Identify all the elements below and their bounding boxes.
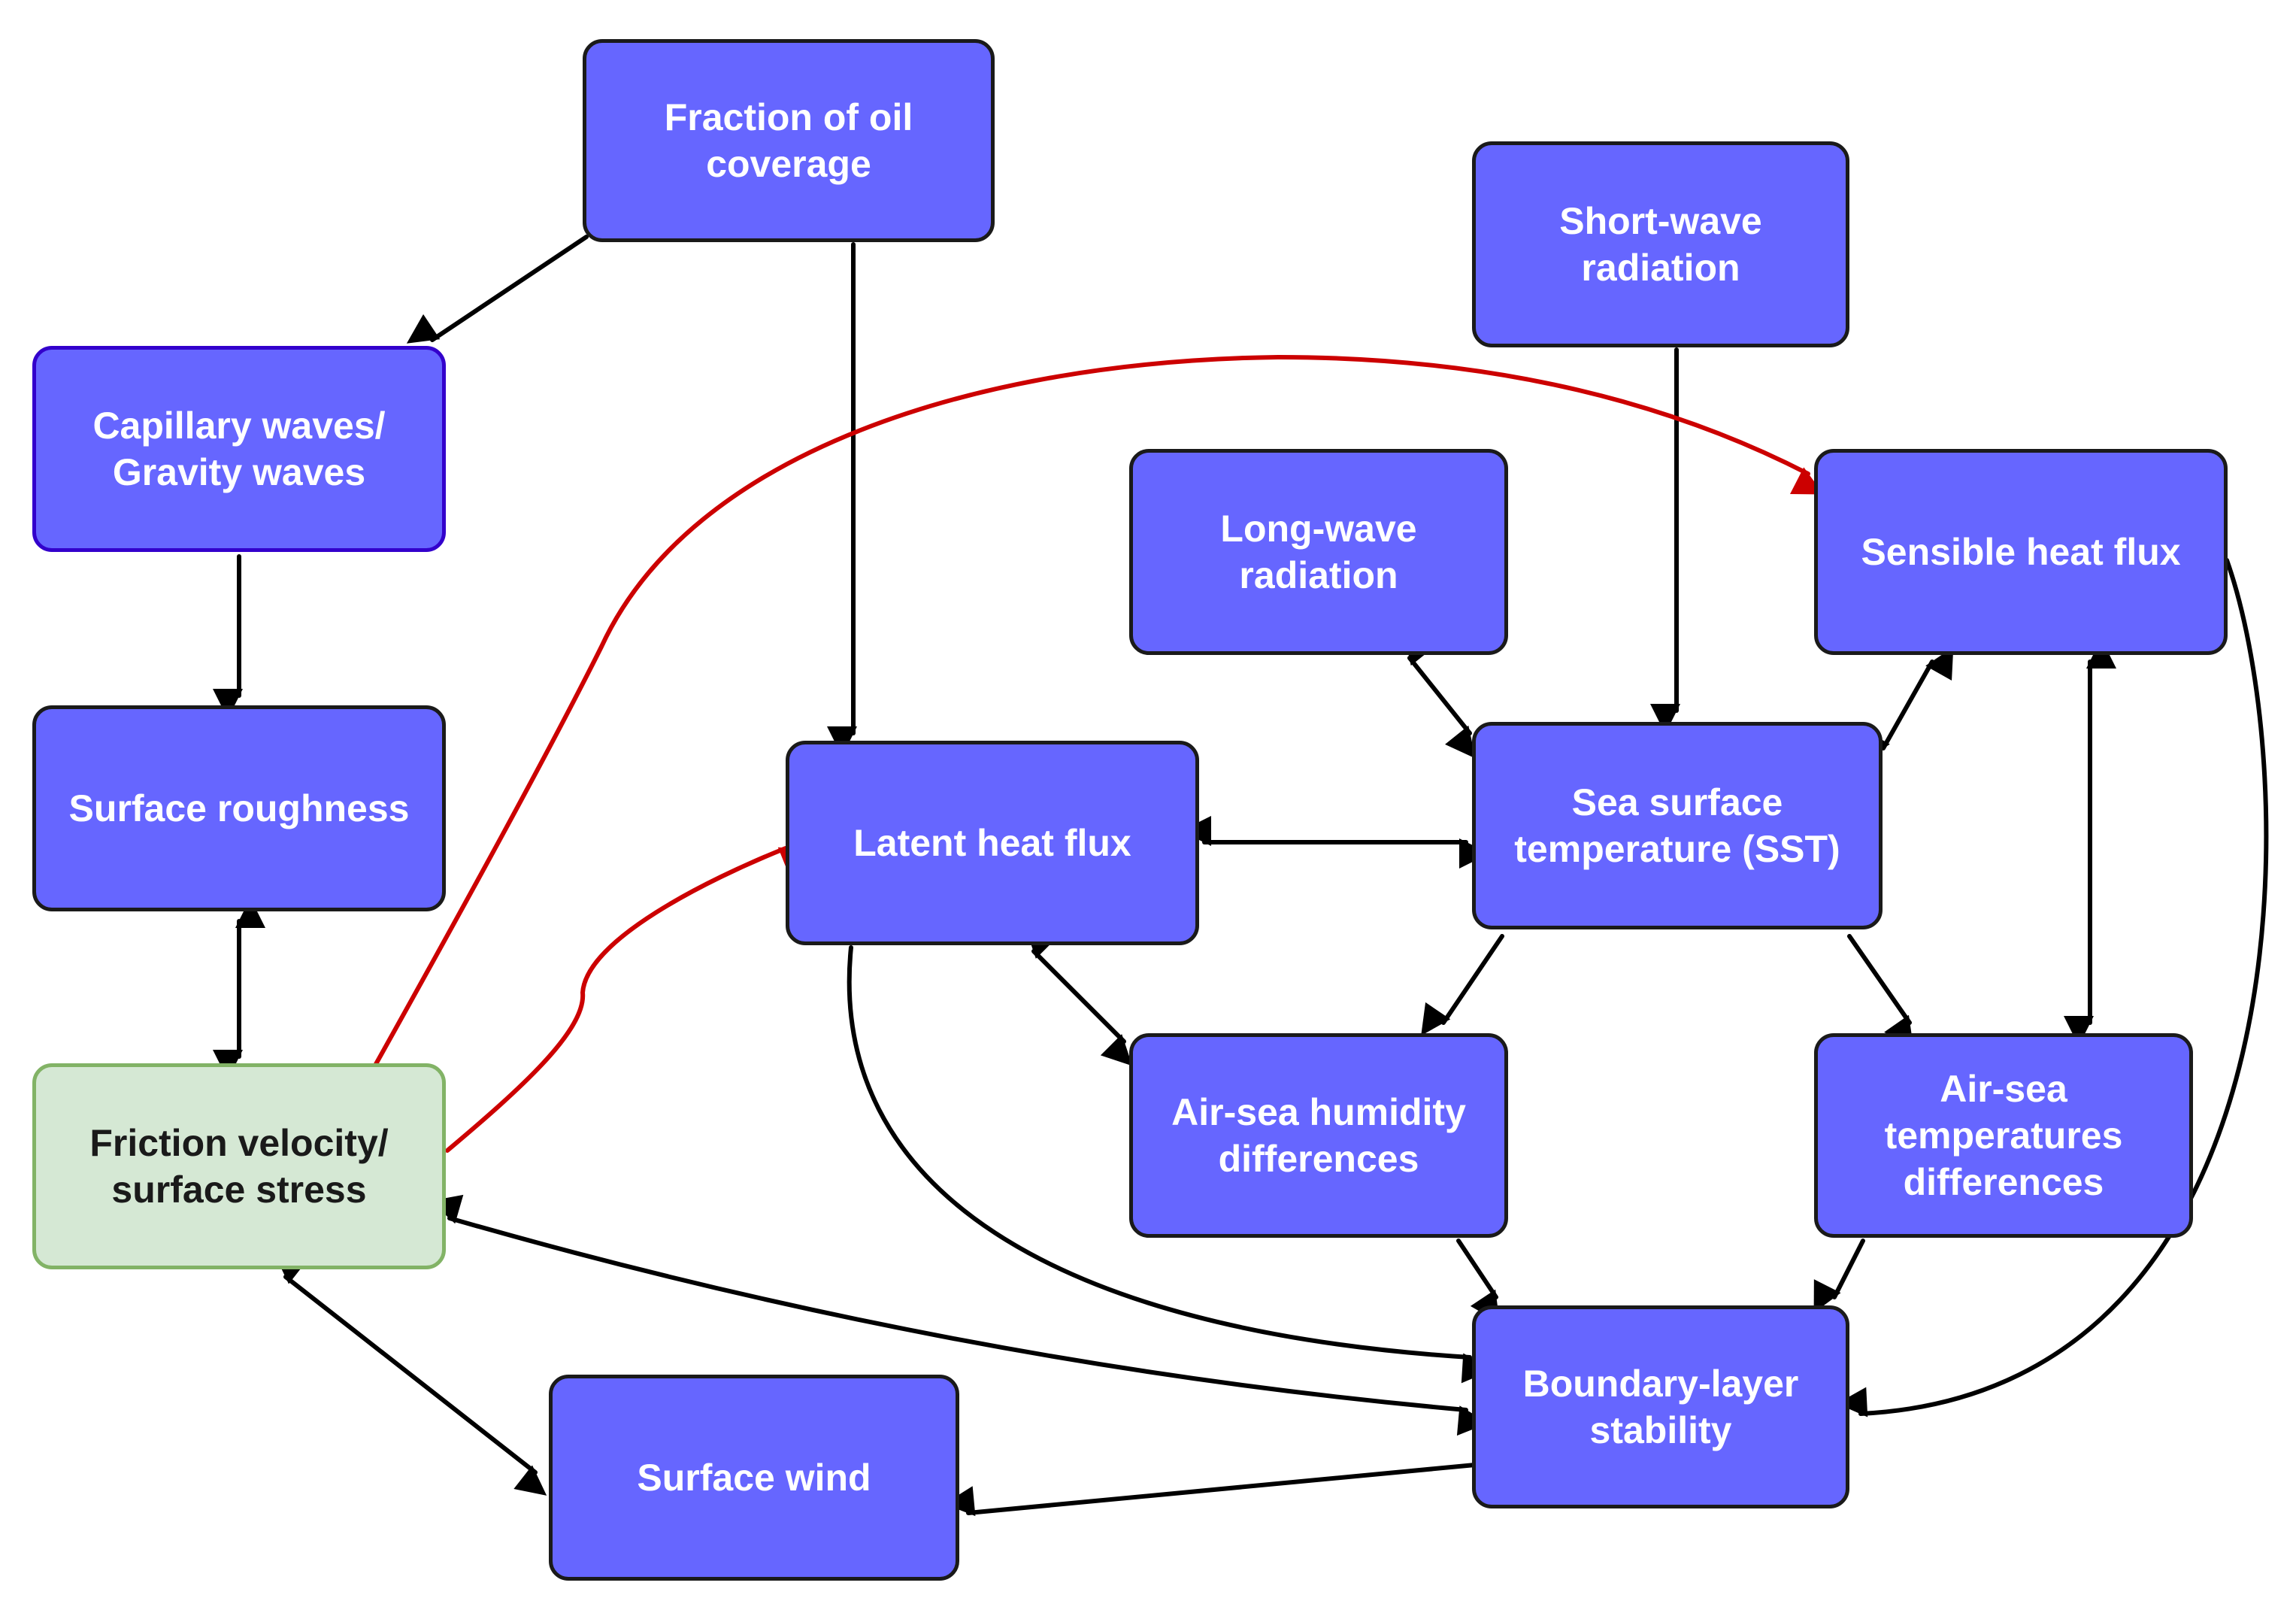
edge-temps-to-stability xyxy=(1813,1239,1865,1313)
edge-stability-to-wind xyxy=(944,1463,1477,1517)
edge-friction-wind xyxy=(274,1254,547,1496)
node-sea-surface-temperature: Sea surface temperature (SST) xyxy=(1472,722,1883,929)
node-air-sea-temperatures-label: Air-sea temperatures differences xyxy=(1884,1068,2123,1203)
edge-friction-to-latent xyxy=(445,846,812,1153)
node-oil-coverage-label: Fraction of oil coverage xyxy=(664,96,913,185)
edge-humidity-to-stability xyxy=(1456,1239,1500,1323)
node-sensible-heat-flux: Sensible heat flux xyxy=(1814,449,2228,655)
edge-latent-humidity xyxy=(1025,926,1133,1066)
node-latent-heat-flux: Latent heat flux xyxy=(786,741,1199,945)
edge-longwave-sst xyxy=(1404,632,1476,759)
node-surface-wind-label: Surface wind xyxy=(637,1457,871,1499)
node-oil-coverage: Fraction of oil coverage xyxy=(583,39,995,242)
node-sea-surface-temperature-label: Sea surface temperature (SST) xyxy=(1514,781,1840,870)
node-longwave-radiation-label: Long-wave radiation xyxy=(1220,508,1417,596)
edge-sst-to-temps xyxy=(1847,934,1914,1049)
node-boundary-layer-stability: Boundary-layer stability xyxy=(1472,1305,1849,1508)
node-shortwave-radiation: Short-wave radiation xyxy=(1472,141,1849,347)
edge-friction-to-sensible xyxy=(374,354,1824,1066)
node-capillary-waves-label: Capillary waves/ Gravity waves xyxy=(92,405,386,493)
edge-sensible-sst xyxy=(1861,647,1954,763)
node-capillary-waves: Capillary waves/ Gravity waves xyxy=(32,346,446,552)
node-air-sea-temperatures: Air-sea temperatures differences xyxy=(1814,1033,2193,1238)
edge-sensible-to-stability xyxy=(1837,558,2269,1417)
node-sensible-heat-flux-label: Sensible heat flux xyxy=(1861,531,2181,573)
edge-friction-stability xyxy=(430,1194,1489,1436)
edge-oil-to-capillary xyxy=(406,235,589,344)
node-friction-velocity: Friction velocity/ surface stress xyxy=(32,1063,446,1269)
node-boundary-layer-stability-label: Boundary-layer stability xyxy=(1522,1363,1799,1451)
node-air-sea-humidity: Air-sea humidity differences xyxy=(1129,1033,1508,1238)
node-surface-roughness: Surface roughness xyxy=(32,705,446,911)
node-shortwave-radiation-label: Short-wave radiation xyxy=(1559,200,1762,289)
node-longwave-radiation: Long-wave radiation xyxy=(1129,449,1508,655)
node-air-sea-humidity-label: Air-sea humidity differences xyxy=(1171,1091,1466,1180)
edge-sst-to-humidity xyxy=(1421,934,1504,1036)
node-surface-wind: Surface wind xyxy=(549,1375,959,1581)
node-latent-heat-flux-label: Latent heat flux xyxy=(853,822,1131,864)
node-friction-velocity-label: Friction velocity/ surface stress xyxy=(89,1122,389,1211)
node-surface-roughness-label: Surface roughness xyxy=(68,787,410,829)
